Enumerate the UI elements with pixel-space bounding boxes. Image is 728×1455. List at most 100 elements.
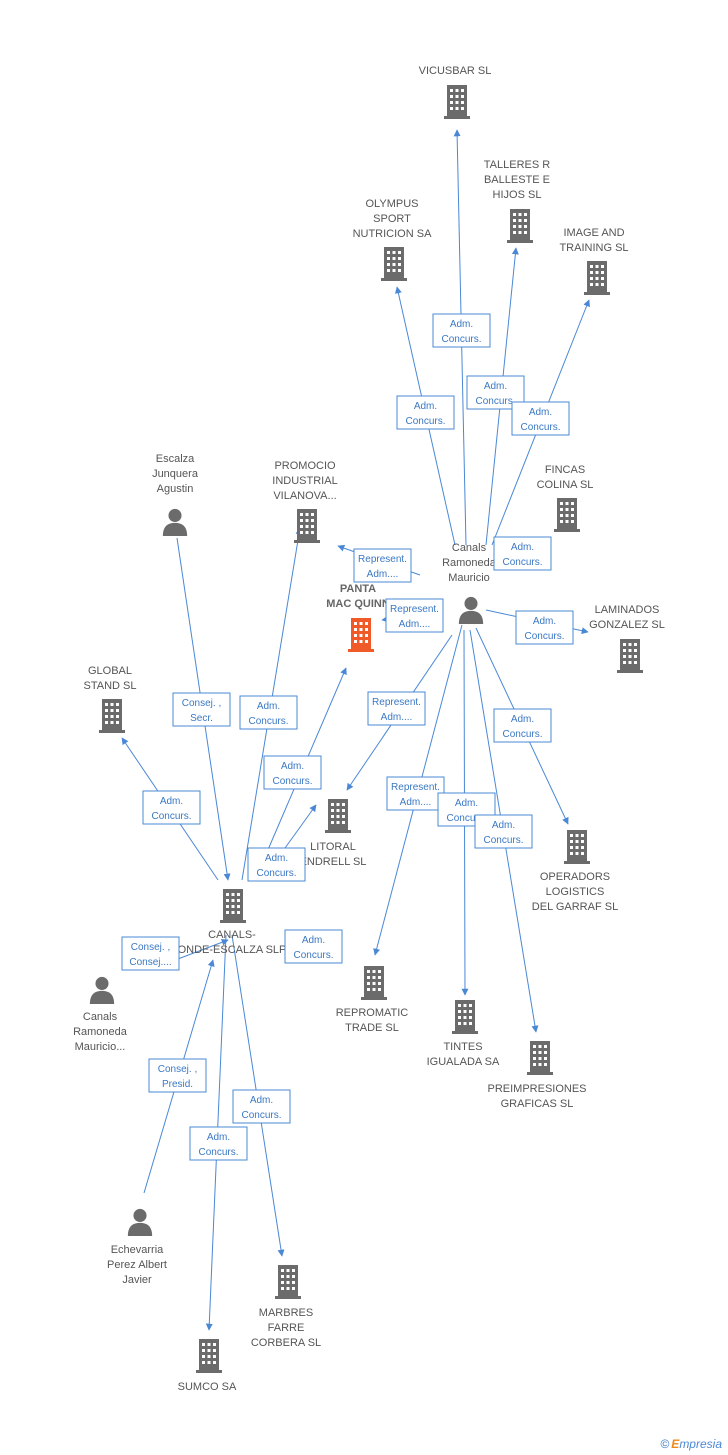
edge-label-line: Concurs. — [248, 716, 288, 727]
edge-label-box[interactable] — [148, 1058, 207, 1093]
building-icon[interactable] — [99, 699, 125, 733]
building-icon[interactable] — [294, 509, 320, 543]
edge-label-line: Concurs. — [241, 1110, 281, 1121]
edge-label-line: Concurs. — [405, 416, 445, 427]
edge-label-canalsconde-global[interactable]: Adm.Concurs. — [142, 790, 201, 825]
edge-label-canals1-laminados[interactable]: Adm.Concurs. — [515, 610, 574, 645]
building-icon[interactable] — [584, 261, 610, 295]
edge-label-canalsconde-marbres[interactable]: Adm.Concurs. — [232, 1089, 291, 1124]
building-icon[interactable] — [444, 85, 470, 119]
edge-label-canalsconde-panta[interactable]: Adm.Concurs. — [263, 755, 322, 790]
person-icon[interactable] — [458, 596, 484, 624]
edge-label-canals1-promocio[interactable]: Represent.Adm.... — [353, 548, 412, 583]
edge-label-box[interactable] — [263, 755, 322, 790]
edge-label-box[interactable] — [493, 708, 552, 743]
edge-label-canals2-canalsconde[interactable]: Consej. ,Consej.... — [121, 936, 180, 971]
edge-label-box[interactable] — [232, 1089, 291, 1124]
building-icon[interactable] — [348, 618, 374, 652]
company-node-canalsconde[interactable]: CANALS-ONDE-ESCALZA SLP — [178, 889, 287, 956]
building-icon[interactable] — [507, 209, 533, 243]
edge-label-canals1-olympus[interactable]: Adm.Concurs. — [396, 395, 455, 430]
building-icon[interactable] — [220, 889, 246, 923]
edge-label-box[interactable] — [493, 536, 552, 571]
edge-label-canals1-preimpresiones[interactable]: Adm.Concurs. — [474, 814, 533, 849]
edge-label-canals1-panta[interactable]: Represent.Adm.... — [385, 598, 444, 633]
node-label-line: GRAFICAS SL — [501, 1098, 574, 1110]
edge-label-box[interactable] — [466, 375, 525, 410]
node-label-line: Mauricio... — [75, 1041, 126, 1053]
building-icon[interactable] — [617, 639, 643, 673]
edge-label-box[interactable] — [385, 598, 444, 633]
company-node-promocio[interactable]: PROMOCIOINDUSTRIALVILANOVA... — [272, 460, 338, 543]
building-icon[interactable] — [527, 1041, 553, 1075]
building-icon[interactable] — [452, 1000, 478, 1034]
edge-label-canalsconde-sumco[interactable]: Adm.Concurs. — [189, 1126, 248, 1161]
edge-label-line: Adm. — [281, 761, 304, 772]
node-label-line: IGUALADA SA — [427, 1056, 500, 1068]
person-icon[interactable] — [89, 976, 115, 1004]
edge-label-escalza-canalsconde[interactable]: Consej. ,Secr. — [172, 692, 231, 727]
edge-label-canalsconde-promocio[interactable]: Adm.Concurs. — [239, 695, 298, 730]
edge-label-box[interactable] — [432, 313, 491, 348]
company-node-sumco[interactable]: SUMCO SA — [178, 1339, 237, 1393]
edge-label-box[interactable] — [386, 776, 445, 811]
edge-label-canals1-operadors[interactable]: Adm.Concurs. — [493, 708, 552, 743]
edge-label-box[interactable] — [239, 695, 298, 730]
edge-label-canals1-talleres[interactable]: Adm.Concurs. — [466, 375, 525, 410]
building-icon[interactable] — [564, 830, 590, 864]
edge-label-box[interactable] — [515, 610, 574, 645]
node-label-line: TRADE SL — [345, 1022, 399, 1034]
edge-label-line: Secr. — [190, 713, 213, 724]
person-icon[interactable] — [127, 1208, 153, 1236]
edge-label-box[interactable] — [121, 936, 180, 971]
building-icon[interactable] — [325, 799, 351, 833]
node-label-line: INDUSTRIAL — [272, 475, 337, 487]
building-icon[interactable] — [196, 1339, 222, 1373]
edge-label-line: Concurs. — [520, 422, 560, 433]
edge-label-box[interactable] — [511, 401, 570, 436]
edge-label-line: Adm.... — [399, 619, 431, 630]
edge-label-box[interactable] — [396, 395, 455, 430]
edge-label-box[interactable] — [142, 790, 201, 825]
edge-label-echevarria-canalsconde[interactable]: Consej. ,Presid. — [148, 1058, 207, 1093]
edge-label-box[interactable] — [353, 548, 412, 583]
building-icon[interactable] — [275, 1265, 301, 1299]
company-node-vicusbar[interactable]: VICUSBAR SL — [419, 65, 492, 119]
edge-label-canals1-repromatic[interactable]: Represent.Adm.... — [386, 776, 445, 811]
edge-label-box[interactable] — [172, 692, 231, 727]
edge-label-box[interactable] — [247, 847, 306, 882]
person-node-canals2[interactable]: CanalsRamonedaMauricio... — [73, 976, 128, 1053]
edge-label-canalsconde-litoral[interactable]: Adm.Concurs. — [247, 847, 306, 882]
edge-label-box[interactable] — [189, 1126, 248, 1161]
person-icon[interactable] — [162, 508, 188, 536]
edge-label-canals1-vicusbar[interactable]: Adm.Concurs. — [432, 313, 491, 348]
building-icon[interactable] — [361, 966, 387, 1000]
edge-label-line: Adm. — [455, 798, 478, 809]
edge-label-canals1-fincas[interactable]: Adm.Concurs. — [493, 536, 552, 571]
building-icon[interactable] — [381, 247, 407, 281]
edge-label-canalsconde-canalsconde_self[interactable]: Adm.Concurs. — [284, 929, 343, 964]
edge-label-canals1-image[interactable]: Adm.Concurs. — [511, 401, 570, 436]
edge-label-box[interactable] — [284, 929, 343, 964]
edge-label-canals1-litoral[interactable]: Represent.Adm.... — [367, 691, 426, 726]
edge-label-box[interactable] — [367, 691, 426, 726]
edge-label-box[interactable] — [474, 814, 533, 849]
building-icon[interactable] — [554, 498, 580, 532]
